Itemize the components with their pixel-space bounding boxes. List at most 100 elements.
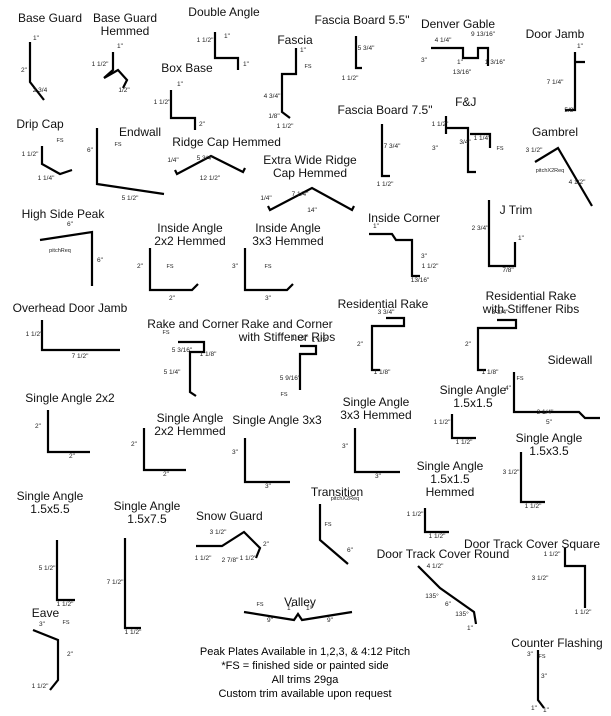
dimension-label-rake-and-corner-3: FS xyxy=(162,330,169,336)
trim-profile-eave: 3"FS2"1 1/2" xyxy=(32,620,74,691)
profile-line-inside-angle-3x3-hemmed xyxy=(243,248,294,292)
dimension-label-door-track-cover-round-1: 135° xyxy=(425,592,439,600)
profile-line-door-jamb xyxy=(565,52,585,112)
profile-line-rake-and-corner xyxy=(178,340,206,397)
dimension-label-rake-and-corner-with-stiffener-ribs-2: 5 9/16" xyxy=(280,375,301,382)
dimension-label-base-guard-hemmed-1: 1 1/2" xyxy=(92,61,109,68)
dimension-label-residential-rake-with-stiffener-ribs-2: 1 1/8" xyxy=(482,369,499,376)
dimension-label-endwall-2: 5 1/2" xyxy=(122,195,139,202)
trim-profile-fascia: 1"FS4 3/4"1/8"1 1/2" xyxy=(264,47,312,130)
dimension-label-single-angle-1-5x1-5-1: 1 1/2" xyxy=(456,439,473,446)
trim-title-rake-and-corner: Rake and Corner xyxy=(147,317,239,331)
dimension-label-door-track-cover-round-4: 1" xyxy=(467,625,474,632)
dimension-label-double-angle-2: 1" xyxy=(243,61,250,68)
profile-line-box-base xyxy=(169,90,197,130)
dimension-label-eave-3: 1 1/2" xyxy=(32,683,49,690)
profile-line-single-angle-3x3-hemmed xyxy=(353,428,400,474)
profile-line-ridge-cap-hemmed xyxy=(174,154,246,176)
trim-title-high-side-peak: High Side Peak xyxy=(21,207,105,221)
trim-profile-base-guard: 1"2"2 3/4 xyxy=(21,35,48,101)
trim-profile-snow-guard: 3 1/2"2"1 1/2"2 7/8"1 1/2" xyxy=(195,529,270,564)
trim-title-counter-flashing: Counter Flashing xyxy=(511,636,603,650)
dimension-label-rake-and-corner-0: 5 1/4" xyxy=(164,369,181,376)
dimension-label-door-jamb-1: 7 1/4" xyxy=(547,79,564,86)
trim-profile-f-and-j: 1 1/2"3"3/4"1 1/4"FS xyxy=(432,116,504,174)
trim-profile-single-angle-1-5x1-5-hemmed: 1 1/2"1 1/2" xyxy=(407,508,449,540)
dimension-label-door-jamb-0: 1" xyxy=(577,43,584,50)
trim-profile-endwall: 6"FS5 1/2" xyxy=(87,128,165,202)
trim-title-inside-corner: Inside Corner xyxy=(367,211,441,225)
profile-line-base-guard-hemmed xyxy=(103,52,129,89)
trim-profile-inside-corner: 1"3"1 1/2"13/16" xyxy=(369,223,439,284)
profile-line-single-angle-1-5x5-5 xyxy=(55,540,75,602)
profile-line-fascia-board-5-5 xyxy=(354,36,362,70)
dimension-label-eave-2: 2" xyxy=(67,651,74,658)
profile-line-denver-gable xyxy=(431,46,490,66)
dimension-label-rake-and-corner-with-stiffener-ribs-3: FS xyxy=(280,392,287,398)
dimension-label-denver-gable-1: 9 13/16" xyxy=(471,31,496,38)
profile-line-fascia-board-7-5 xyxy=(380,124,390,178)
trim-profile-fascia-board-5-5: 5 3/4"1 1/2" xyxy=(342,36,375,82)
dimension-label-single-angle-1-5x1-5-0: 1 1/2" xyxy=(434,419,451,426)
profile-line-fascia xyxy=(280,48,298,119)
dimension-label-box-base-1: 1" xyxy=(177,81,184,88)
trim-profile-sidewall: 4"FS3 1/4"5" xyxy=(505,372,600,426)
profile-line-sidewall xyxy=(512,372,600,420)
trim-profile-inside-angle-3x3-hemmed: 3"FS3" xyxy=(232,248,294,302)
trim-title-gambrel: Gambrel xyxy=(531,125,578,139)
trim-profile-double-angle: 1 1/2" 1" 1" xyxy=(197,32,250,70)
dimension-label-inside-angle-3x3-hemmed-0: 3" xyxy=(232,263,239,270)
trim-profile-single-angle-2x2-hemmed: 2"2" xyxy=(131,428,186,478)
dimension-label-rake-and-corner-2: 1 1/8" xyxy=(200,351,217,358)
dimension-label-endwall-1: FS xyxy=(114,142,121,148)
dimension-label-drip-cap-2: 1 1/4" xyxy=(38,175,55,182)
trim-title-overhead-door-jamb: Overhead Door Jamb xyxy=(12,301,128,315)
dimension-label-ridge-cap-hemmed-1: 5 3/4" xyxy=(197,155,214,162)
trim-title-door-track-cover-square: Door Track Cover Square xyxy=(463,537,601,551)
dimension-label-double-angle-0: 1 1/2" xyxy=(197,37,214,44)
dimension-label-single-angle-3x3-0: 3" xyxy=(232,449,239,456)
profile-line-transition xyxy=(318,504,349,565)
profile-line-single-angle-3x3 xyxy=(243,438,290,484)
dimension-label-snow-guard-2: 1 1/2" xyxy=(195,555,212,562)
dimension-label-fascia-2: 4 3/4" xyxy=(264,93,281,100)
dimension-label-door-track-cover-round-0: 4 1/2" xyxy=(427,563,444,570)
profile-line-door-track-cover-round xyxy=(417,565,478,625)
dimension-label-single-angle-1-5x5-5-1: 1 1/2" xyxy=(57,601,74,608)
dimension-label-door-track-cover-round-2: 6" xyxy=(445,601,452,608)
trim-title-transition: Transition xyxy=(310,485,364,499)
dimension-label-valley-1: 1" xyxy=(287,605,294,612)
dimension-label-residential-rake-1: 2" xyxy=(357,341,364,348)
trim-title-double-angle: Double Angle xyxy=(188,5,260,19)
dimension-label-inside-corner-2: 1 1/2" xyxy=(422,263,439,270)
dimension-label-rake-and-corner-with-stiffener-ribs-0: 1 1/2" xyxy=(292,335,309,342)
dimension-label-counter-flashing-4: 1" xyxy=(543,707,550,714)
trim-profile-residential-rake-with-stiffener-ribs: 3 3/4"2"1 1/8" xyxy=(465,309,518,376)
profile-line-f-and-j xyxy=(444,116,492,174)
dimension-label-single-angle-1-5x1-5-hemmed-1: 1 1/2" xyxy=(429,533,446,540)
trim-title-door-jamb: Door Jamb xyxy=(525,27,585,41)
dimension-label-fascia-board-5-5-1: 1 1/2" xyxy=(342,75,359,82)
dimension-label-inside-angle-2x2-hemmed-2: 2" xyxy=(169,295,176,302)
trim-profile-drip-cap: 1 1/2"FS1 1/4" xyxy=(22,138,73,182)
dimension-label-double-angle-1: 1" xyxy=(224,33,231,40)
trim-profile-single-angle-1-5x3-5: 3 1/2"1 1/2" xyxy=(503,452,545,510)
dimension-label-transition-2: 6" xyxy=(347,547,354,554)
dimension-label-f-and-j-2: 3/4" xyxy=(459,139,471,146)
dimension-label-rake-and-corner-1: 5 3/16" xyxy=(172,347,193,354)
dimension-label-fascia-0: 1" xyxy=(300,47,307,54)
trim-title-fascia-board-5-5: Fascia Board 5.5" xyxy=(314,13,410,27)
dimension-label-snow-guard-4: 1 1/2" xyxy=(240,555,257,562)
dimension-label-counter-flashing-3: 1" xyxy=(531,705,538,712)
dimension-label-fascia-board-7-5-1: 1 1/2" xyxy=(377,181,394,188)
dimension-label-inside-corner-0: 1" xyxy=(373,223,380,230)
trim-title-denver-gable: Denver Gable xyxy=(420,17,495,31)
